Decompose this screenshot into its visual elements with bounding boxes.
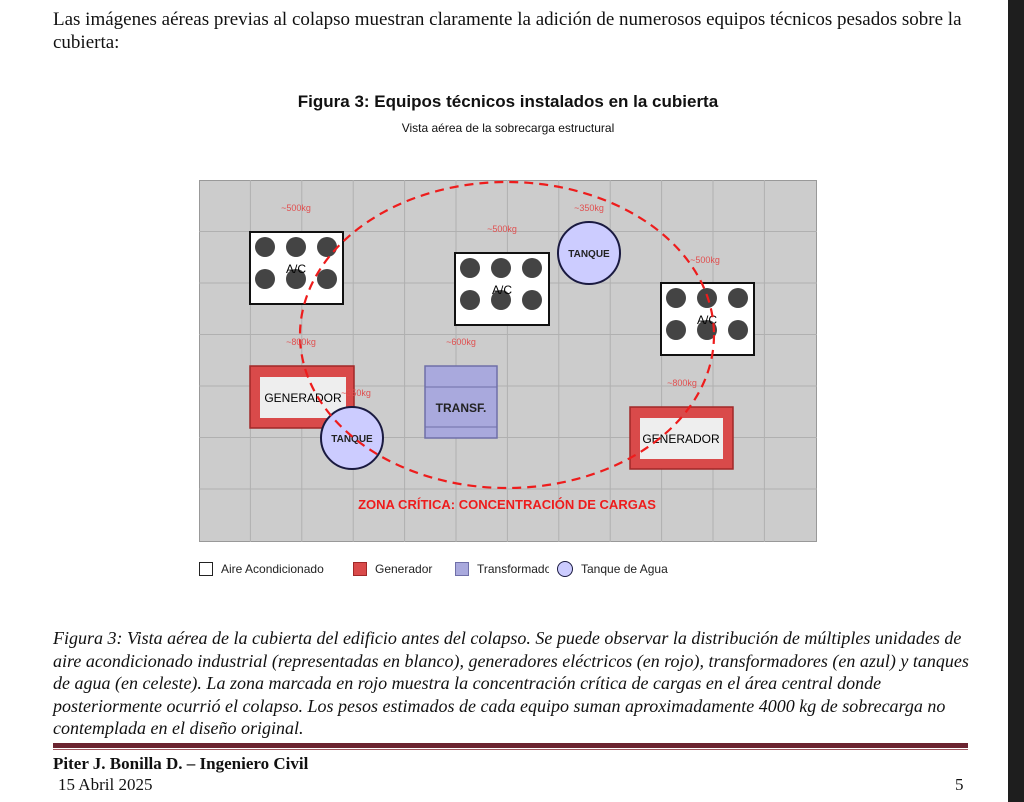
weight-label: ~350kg [574,203,604,213]
fan-icon [255,237,275,257]
footer-author: Piter J. Bonilla D. – Ingeniero Civil [53,754,309,773]
generator-label: GENERADOR [642,432,720,446]
generator-2: GENERADOR [629,406,734,470]
fan-icon [286,237,306,257]
weight-label: ~800kg [286,337,316,347]
fan-icon [522,258,542,278]
roof-diagram: A/C A/C A/C GENERADOR GENERADOR [199,180,817,542]
weight-label: ~500kg [487,224,517,234]
figure-title: Figura 3: Equipos técnicos instalados en… [297,92,719,111]
critical-zone-label: ZONA CRÍTICA: CONCENTRACIÓN DE CARGAS [358,497,656,512]
fan-icon [460,290,480,310]
transformer: TRANSF. [424,365,498,439]
tank-label: TANQUE [331,434,373,445]
weight-label: ~800kg [667,378,697,388]
fan-icon [317,237,337,257]
legend-label: Aire Acondicionado [221,562,324,576]
fan-icon [317,269,337,289]
figure-caption: Figura 3: Vista aérea de la cubierta del… [53,628,969,739]
fan-icon [460,258,480,278]
weight-label: ~500kg [690,255,720,265]
fan-icon [728,288,748,308]
blue-square-icon [455,562,469,576]
weight-label: ~600kg [446,337,476,347]
fan-icon [697,320,717,340]
figure-subtitle: Vista aérea de la sobrecarga estructural [401,121,615,135]
weight-label: ~500kg [281,203,311,213]
footer-date: 15 Abril 2025 [58,775,153,794]
ac-label: A/C [492,283,512,297]
fan-icon [491,258,511,278]
fan-icon [666,288,686,308]
legend-item-ac: Aire Acondicionado [199,561,324,577]
intro-paragraph: Las imágenes aéreas previas al colapso m… [53,9,962,53]
fan-icon [286,269,306,289]
page-number: 5 [955,775,964,794]
white-square-icon [199,562,213,576]
footer-divider-thin [53,749,968,750]
fan-icon [491,290,511,310]
footer-divider [53,743,968,748]
ac-unit-2: A/C [454,252,550,326]
weight-label: ~350kg [341,388,371,398]
generator-label: GENERADOR [264,391,342,405]
legend-item-generator: Generador [353,561,432,577]
circle-icon [557,561,573,577]
ac-label: A/C [286,262,306,276]
legend-item-transformer: Transformador [455,561,549,577]
legend-label: Tanque de Agua [581,562,668,576]
fan-icon [728,320,748,340]
legend-label: Generador [375,562,433,576]
transformer-label: TRANSF. [436,401,487,415]
fan-icon [666,320,686,340]
critical-zone-outline [298,180,716,490]
fan-icon [522,290,542,310]
legend-item-tank: Tanque de Agua [557,561,668,577]
legend-label: Transformador [477,562,549,576]
tank-label: TANQUE [568,249,610,260]
water-tank-1: TANQUE [557,221,621,285]
ac-unit-1: A/C [249,231,344,305]
fan-icon [255,269,275,289]
red-square-icon [353,562,367,576]
